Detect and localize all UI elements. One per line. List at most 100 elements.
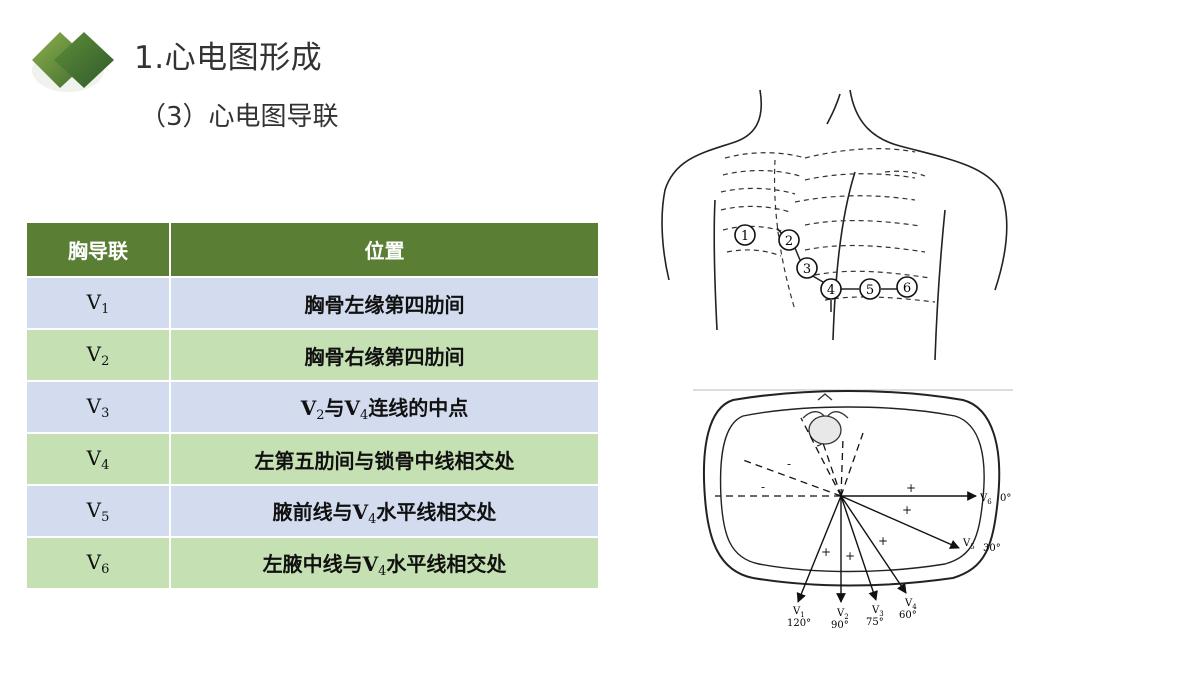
thorax-outline xyxy=(702,390,1001,587)
lead-axis-angle: 60° xyxy=(899,610,917,621)
lead-name-cell: V1 xyxy=(25,276,171,330)
lead-axis-letter: V xyxy=(836,608,845,619)
electrode-label: 1 xyxy=(741,229,749,244)
polarity-signs: --+++++ xyxy=(761,457,916,563)
position-text: 水平线相交处 xyxy=(386,551,507,576)
electrode-label: 6 xyxy=(903,281,911,296)
lead-position-cell: 腋前线与V4水平线相交处 xyxy=(169,484,600,538)
position-text: 胸骨右缘第四肋间 xyxy=(304,344,465,369)
position-subscript: 4 xyxy=(368,511,377,527)
polarity-sign: - xyxy=(787,457,791,471)
lead-axis-subscript: 4 xyxy=(912,603,917,611)
lead-axis-name: V6 xyxy=(979,493,992,506)
lead-axis-angle: 90° xyxy=(831,620,849,631)
lead-axis-name: V3 xyxy=(871,605,884,618)
table-row: V4 左第五肋间与锁骨中线相交处 xyxy=(25,432,600,486)
electrode-circle xyxy=(859,278,881,300)
electrode-label: 5 xyxy=(866,283,874,298)
electrode-label: 3 xyxy=(803,262,811,277)
torso-outline xyxy=(661,89,1008,361)
electrode-circle xyxy=(820,278,842,300)
polarity-sign: + xyxy=(906,481,916,495)
page-subtitle: （3）心电图导联 xyxy=(140,102,339,132)
lead-axis-subscript: 3 xyxy=(879,610,883,618)
lead-subscript: 2 xyxy=(101,353,110,369)
electrode-circle xyxy=(896,276,918,298)
table-row: V1 胸骨左缘第四肋间 xyxy=(25,276,600,330)
lead-name: V xyxy=(86,549,102,574)
polarity-sign: + xyxy=(845,549,855,563)
electrode-label: 2 xyxy=(785,234,793,249)
lead-axis-name: V4 xyxy=(904,598,917,611)
electrode-circle xyxy=(796,257,818,279)
position-text: 左腋中线与V xyxy=(262,551,379,576)
lead-name-cell: V4 xyxy=(25,432,171,486)
lead-axis-angle: 120° xyxy=(787,618,811,629)
lead-axis-label: V6 0° xyxy=(979,493,1011,506)
lead-name: V xyxy=(86,289,102,314)
lead-position-cell: 胸骨左缘第四肋间 xyxy=(169,276,600,330)
lead-axis-name: V1 xyxy=(792,606,805,619)
lead-axis-letter: V xyxy=(979,493,988,504)
position-text: 左第五肋间与锁骨中线相交处 xyxy=(254,448,515,473)
lead-axis-subscript: 6 xyxy=(987,498,992,506)
electrode-circle xyxy=(778,229,800,251)
lead-axis-name: V2 xyxy=(836,608,849,621)
lead-name-cell: V2 xyxy=(25,328,171,382)
lead-position-cell: V2与V4连线的中点 xyxy=(169,380,600,434)
electrode-circle xyxy=(734,224,756,246)
lead-axis-subscript: 5 xyxy=(970,543,974,551)
lead-axis-angle: 30° xyxy=(983,543,1001,554)
polarity-sign: - xyxy=(761,480,765,494)
position-text: 腋前线与V xyxy=(272,499,369,524)
table-row: V 3 V2与V4连线的中点 xyxy=(25,380,600,434)
position-text: 胸骨左缘第四肋间 xyxy=(304,292,465,317)
lead-subscript: 5 xyxy=(101,509,110,525)
position-text: 连线的中点 xyxy=(368,395,469,420)
page-title: 1.心电图形成 xyxy=(134,40,323,76)
table-header-row: 胸导联 位置 xyxy=(25,221,600,278)
lead-subscript: 6 xyxy=(101,561,110,577)
lead-axis-letter: V xyxy=(871,605,880,616)
position-text: 与V xyxy=(324,395,361,420)
lead-axis-angle: 75° xyxy=(866,617,884,628)
lead-axis-subscript: 2 xyxy=(844,613,848,621)
polarity-sign: + xyxy=(821,545,831,559)
rib-lines xyxy=(720,148,936,311)
lead-axis-subscript: 1 xyxy=(800,611,804,619)
slide-logo-icon xyxy=(32,32,114,92)
lead-position-cell: 胸骨右缘第四肋间 xyxy=(169,328,600,382)
electrode-label: 4 xyxy=(827,283,835,298)
lead-axis-letter: V xyxy=(904,598,913,609)
position-text: 水平线相交处 xyxy=(376,499,497,524)
lead-name-cell: V6 xyxy=(25,536,171,590)
lead-name: V xyxy=(86,445,102,470)
lead-position-cell: 左腋中线与V4水平线相交处 xyxy=(169,536,600,590)
negative-lead-axes xyxy=(715,417,864,497)
table-row: V2 胸骨右缘第四肋间 xyxy=(25,328,600,382)
positive-lead-axes xyxy=(796,491,977,603)
lead-subscript: 4 xyxy=(101,457,110,473)
column-header-lead: 胸导联 xyxy=(25,221,171,278)
lead-subscript: 1 xyxy=(101,301,110,317)
lead-axis-letter: V xyxy=(962,538,971,549)
column-header-position: 位置 xyxy=(169,221,600,278)
position-subscript: 4 xyxy=(378,563,387,579)
lead-position-cell: 左第五肋间与锁骨中线相交处 xyxy=(169,432,600,486)
lead-axis-angle: 0° xyxy=(1000,493,1011,504)
lead-subscript: 3 xyxy=(101,405,110,421)
lead-name-cell: V5 xyxy=(25,484,171,538)
position-text: V xyxy=(300,395,317,420)
lead-name: V xyxy=(86,341,102,366)
